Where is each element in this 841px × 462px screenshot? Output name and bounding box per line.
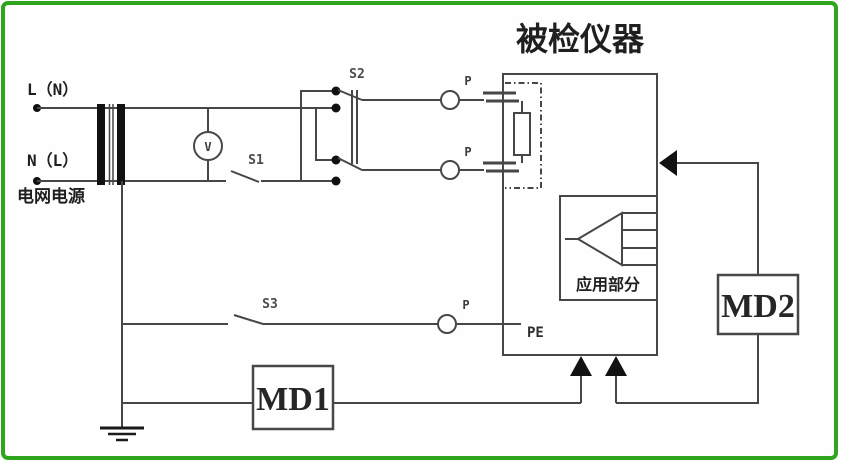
applied-part-label: 应用部分 (576, 275, 640, 294)
mains-supply-label: 电网电源 (17, 186, 85, 206)
isolation-transformer-icon (97, 104, 125, 185)
wire-cross-l-to-third (315, 108, 332, 161)
voltmeter-icon (193, 108, 223, 181)
probe-circle-bottom (440, 160, 460, 180)
switch-s2-terminals (331, 86, 341, 186)
probe-circle-top (440, 90, 460, 110)
applied-part-electrodes-icon (565, 211, 657, 267)
switch-s1-label: S1 (248, 153, 264, 168)
internal-impedance-resistor (513, 101, 531, 163)
mains-connector-icon (483, 91, 519, 173)
neutral-terminal-label: N（L） (27, 151, 78, 170)
md1-box (251, 364, 335, 431)
switch-s1-blade (230, 170, 260, 183)
arrow-up-icon-left (570, 356, 592, 376)
line-terminal-label: L（N） (27, 80, 78, 99)
probe-top-label: P (464, 74, 471, 88)
switch-s2-label: S2 (349, 67, 365, 82)
pe-terminal-label: PE (527, 325, 544, 341)
ground-symbol-icon (100, 426, 144, 442)
wire-md2-loop (616, 334, 759, 404)
mains-inlet-dashed-box (505, 82, 542, 189)
arrow-up-icon-right (605, 356, 627, 376)
wire-arrowleft-to-md2 (677, 162, 759, 275)
md2-label: MD2 (721, 288, 795, 325)
switch-s3-label: S3 (262, 297, 278, 312)
wire-cross-n-to-top (300, 90, 332, 181)
probe-bottom-label: P (464, 145, 471, 159)
probe-circle-pe (437, 314, 457, 334)
probe-pe-label: P (462, 298, 469, 312)
arrow-left-icon (659, 150, 677, 176)
dut-title: 被检仪器 (516, 21, 645, 57)
voltmeter-label: V (204, 140, 211, 154)
switch-s2-blades (337, 89, 363, 171)
switch-s3-blade (233, 314, 264, 325)
md1-label: MD1 (256, 381, 330, 418)
